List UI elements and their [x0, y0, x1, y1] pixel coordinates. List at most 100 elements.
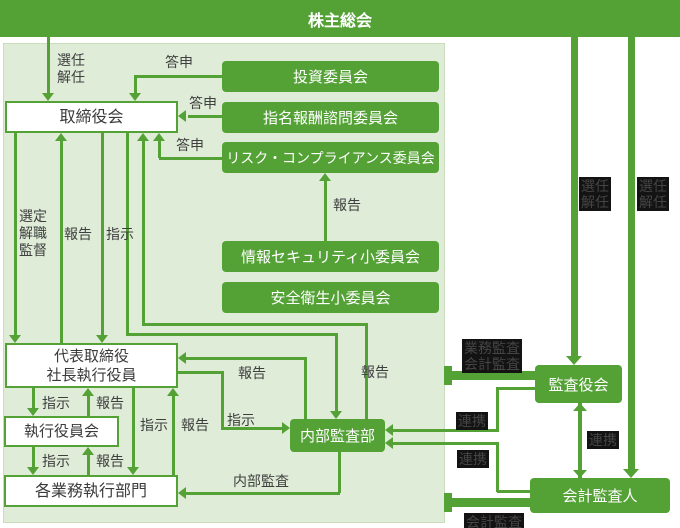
audit-line [449, 371, 535, 380]
connector-line [178, 371, 223, 374]
connector-line [87, 455, 90, 475]
arrowhead [623, 469, 639, 478]
connector-line [126, 133, 129, 335]
edge-label-hokoku-divisions-council: 報告 [96, 453, 124, 469]
edge-label-hokoku-infosec: 報告 [333, 197, 361, 213]
node-audit-and-supervisory-board-label: 監査役会 [548, 376, 609, 394]
edge-label-hokoku-divisions-president: 報告 [181, 417, 209, 433]
edge-label-renkei-accauditor-internal: 連携 [457, 450, 489, 468]
connector-line [335, 333, 338, 411]
node-safety-health-subcommittee-label: 安全衛生小委員会 [270, 290, 391, 307]
node-investment-committee: 投資委員会 [222, 61, 439, 92]
edge-label-shiji-council-divisions: 指示 [42, 453, 70, 469]
arrowhead [178, 110, 186, 122]
arrowhead [573, 403, 587, 411]
edge-label-shiji-president-divisions: 指示 [140, 417, 168, 433]
edge-label-shiji-president-council: 指示 [42, 395, 70, 411]
arrowhead [42, 93, 54, 101]
edge-label-gyomu-kaikei-kansa: 業務監査 会計監査 [462, 339, 522, 373]
connector-line [87, 396, 90, 416]
connector-line [628, 37, 635, 470]
node-board-label: 取締役会 [59, 108, 124, 126]
connector-line [221, 427, 283, 430]
shareholders-meeting-label: 株主総会 [307, 12, 372, 30]
edge-label-appoint-dismiss-board: 選任 解任 [57, 52, 85, 85]
edge-label-hokoku-council-president: 報告 [96, 395, 124, 411]
arrowhead [127, 467, 139, 475]
arrowhead [129, 93, 141, 101]
audit-line [449, 498, 530, 507]
node-safety-health-subcommittee: 安全衛生小委員会 [222, 282, 439, 313]
connector-line [32, 447, 35, 469]
connector-line [496, 387, 499, 432]
connector-line [14, 133, 17, 335]
connector-line [186, 492, 340, 495]
arrowhead [9, 335, 21, 343]
edge-label-toshin-risk: 答申 [176, 137, 204, 153]
connector-line [60, 141, 63, 343]
connector-line [158, 140, 161, 158]
edge-label-hokoku-president-board: 報告 [64, 226, 92, 242]
connector-line [497, 490, 530, 493]
arrowhead [167, 388, 179, 396]
connector-line [132, 388, 135, 469]
connector-line [142, 141, 145, 325]
node-internal-audit-dept-label: 内部監査部 [299, 428, 375, 445]
edge-label-shiji-board-president: 指示 [106, 226, 134, 242]
arrowhead [178, 487, 186, 499]
connector-line [365, 323, 368, 419]
edge-label-hokoku-audit-board: 報告 [361, 364, 389, 380]
arrowhead [96, 335, 108, 343]
arrowhead [137, 133, 149, 141]
node-board: 取締役会 [5, 101, 178, 133]
arrowhead [385, 437, 393, 449]
edge-label-select-dismiss-supervise: 選定 解職 監督 [19, 208, 47, 258]
edge-label-shiji-president-audit: 指示 [227, 412, 255, 428]
arrowhead [82, 388, 94, 396]
connector-line [221, 371, 224, 429]
edge-label-appoint-dismiss-accauditor: 選任 解任 [637, 177, 669, 211]
connector-line [47, 37, 50, 95]
node-operating-divisions-label: 各業務執行部門 [34, 482, 147, 500]
edge-label-hokoku-audit-president: 報告 [238, 365, 266, 381]
arrowhead [178, 352, 186, 364]
arrowhead [82, 447, 94, 455]
edge-label-kaikei-kansa-bottom: 会計監査 [464, 513, 524, 528]
node-operating-divisions: 各業務執行部門 [4, 475, 178, 507]
arrowhead [566, 356, 582, 365]
edge-label-toshin-investment: 答申 [165, 54, 193, 70]
connector-line [32, 388, 35, 410]
connector-line [393, 429, 497, 432]
node-info-security-subcommittee-label: 情報セキュリティ小委員会 [240, 249, 421, 266]
arrowhead [27, 467, 39, 475]
node-accounting-auditor: 会計監査人 [530, 478, 670, 513]
connector-line [172, 396, 175, 475]
connector-line [324, 180, 327, 241]
node-nomination-committee: 指名報酬諮問委員会 [222, 102, 439, 133]
connector-line [134, 75, 137, 95]
connector-line [338, 452, 341, 493]
node-audit-and-supervisory-board: 監査役会 [535, 365, 622, 403]
connector-line [571, 37, 578, 357]
connector-line [142, 323, 368, 326]
arrowhead [27, 408, 39, 416]
connector-line [186, 357, 306, 360]
connector-line [135, 75, 223, 78]
connector-line [126, 333, 337, 336]
node-executive-officers-council: 執行役員会 [4, 416, 119, 447]
edge-label-renkei-auditboard-internal: 連携 [456, 412, 488, 430]
edge-label-renkei-auditboard-accauditor: 連携 [587, 431, 619, 449]
connector-line [496, 442, 499, 492]
connector-line [101, 133, 104, 335]
arrowhead [153, 133, 165, 141]
edge-label-toshin-nomination: 答申 [189, 95, 217, 111]
node-accounting-auditor-label: 会計監査人 [562, 488, 638, 505]
node-president: 代表取締役 社長執行役員 [5, 343, 178, 388]
arrowhead [385, 424, 393, 436]
edge-label-internal-audit: 内部監査 [233, 473, 289, 489]
connector-line [578, 403, 582, 478]
arrowhead [55, 133, 67, 141]
connector-line [188, 115, 222, 118]
node-nomination-committee-label: 指名報酬諮問委員会 [262, 110, 398, 127]
connector-line [393, 442, 497, 445]
